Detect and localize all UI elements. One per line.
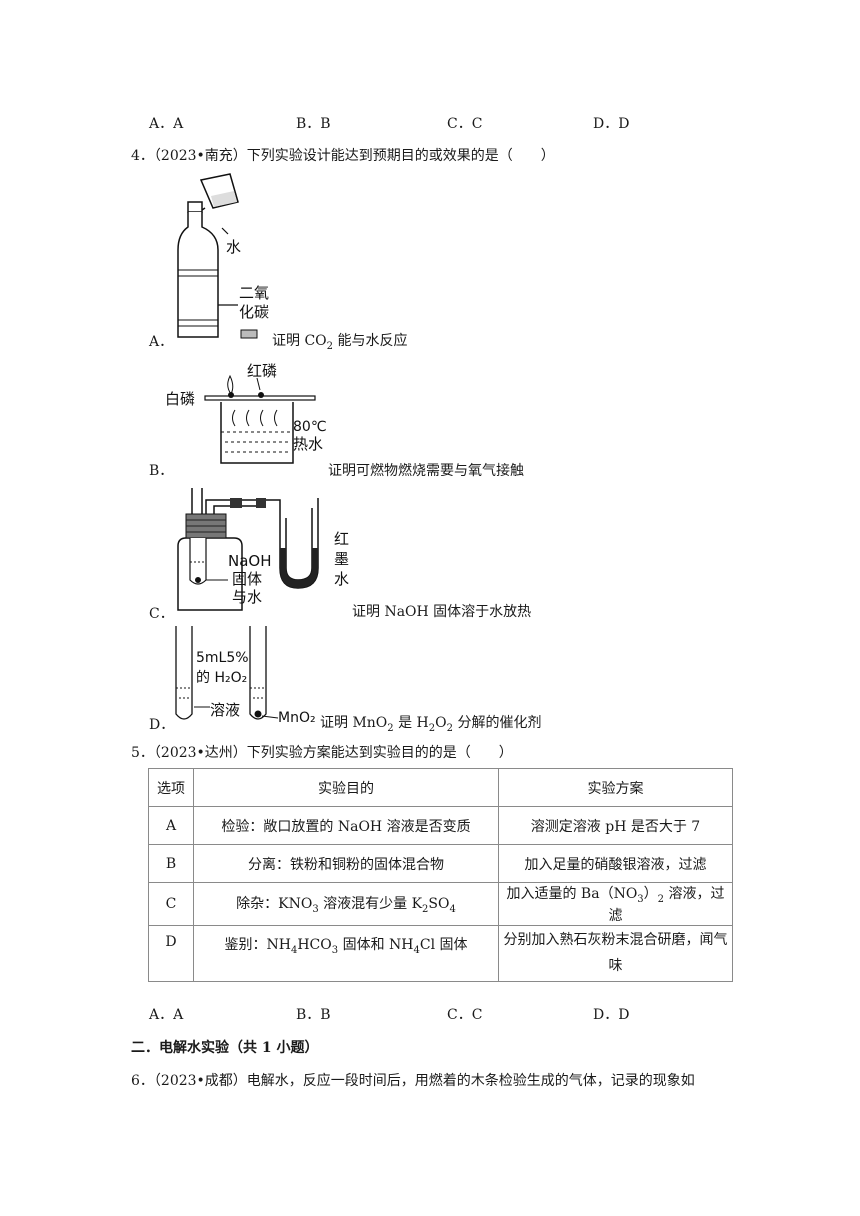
q4-d-figure: 5mL5% 的 H₂O₂ 溶液 MnO₂ [175, 626, 316, 726]
q4-b-label-temp: 80℃ [293, 419, 327, 435]
q4-b-figure: 红磷 白磷 80℃ 热水 [165, 362, 327, 464]
q4-b-letter: B． [149, 463, 174, 479]
table-cell-plan: 溶测定溶液 pH 是否大于 7 [498, 806, 733, 845]
q4-d-label-mno2: MnO₂ [278, 710, 316, 726]
q4-a-letter: A． [149, 334, 174, 350]
table-header-option: 选项 [148, 768, 194, 807]
section-heading: 二．电解水实验（共 1 小题） [131, 1040, 319, 1056]
q4-b-label-white-p: 白磷 [165, 390, 195, 408]
q4-a-label-water: 水 [226, 238, 241, 256]
table-cell-goal: 鉴别：NH4HCO3 固体和 NH4Cl 固体 [193, 924, 499, 982]
q3-option-a: A．A [149, 116, 184, 132]
q4-d-letter: D． [149, 717, 175, 733]
q4-b-caption: 证明可燃物燃烧需要与氧气接触 [328, 463, 524, 479]
q4-a-label-co2-2: 化碳 [239, 303, 269, 321]
q4-d-caption: 证明 MnO2 是 H2O2 分解的催化剂 [320, 715, 542, 734]
q4-d-label-h2o2: 的 H₂O₂ [196, 670, 247, 686]
q5-option-a: A．A [149, 1007, 184, 1023]
q4-a-caption: 证明 CO2 能与水反应 [272, 333, 408, 352]
q4-c-label-naoh: NaOH [228, 552, 272, 570]
q6-stem: 6．（2023•成都）电解水，反应一段时间后，用燃着的木条检验生成的气体，记录的… [131, 1073, 695, 1089]
q4-c-label-ink: 墨 [334, 550, 349, 568]
q5-option-b: B．B [296, 1007, 331, 1023]
table-cell-plan: 加入适量的 Ba（NO3）2 溶液，过滤 [498, 882, 733, 926]
q4-a-label-co2-1: 二氧 [239, 284, 269, 302]
table-header-goal: 实验目的 [193, 768, 499, 807]
q4-c-figure: NaOH 固体 与水 红 墨 水 [177, 488, 349, 611]
q5-option-d: D．D [593, 1007, 630, 1023]
table-cell-option: D [148, 924, 194, 982]
q4-c-letter: C． [149, 606, 174, 622]
q4-d-label-conc: 5mL5% [196, 650, 249, 666]
q4-c-caption: 证明 NaOH 固体溶于水放热 [352, 604, 532, 620]
table-cell-option: B [148, 844, 194, 883]
q4-d-label-solution: 溶液 [210, 701, 240, 719]
table-row: D 鉴别：NH4HCO3 固体和 NH4Cl 固体 分别加入熟石灰粉末混合研磨，… [148, 924, 733, 982]
q5-option-c: C．C [447, 1007, 483, 1023]
table-cell-option: A [148, 806, 194, 845]
q4-c-label-water2: 水 [334, 570, 349, 588]
table-cell-plan: 分别加入熟石灰粉末混合研磨，闻气味 [498, 924, 733, 982]
table-cell-goal: 除杂：KNO3 溶液混有少量 K2SO4 [193, 882, 499, 926]
q4-b-label-red-p: 红磷 [247, 362, 277, 380]
table-cell-goal: 检验：敞口放置的 NaOH 溶液是否变质 [193, 806, 499, 845]
q3-option-b: B．B [296, 116, 331, 132]
q4-b-label-hot-water: 热水 [293, 435, 323, 453]
q4-c-label-solid: 固体 [232, 570, 262, 588]
table-header-plan: 实验方案 [498, 768, 733, 807]
q5-table: 选项 实验目的 实验方案 A 检验：敞口放置的 NaOH 溶液是否变质 溶测定溶… [148, 768, 733, 982]
q3-option-d: D．D [593, 116, 630, 132]
q5-stem: 5．（2023•达州）下列实验方案能达到实验目的的是（ ） [131, 745, 513, 761]
q3-option-c: C．C [447, 116, 483, 132]
table-cell-option: C [148, 882, 194, 926]
q4-c-label-water: 与水 [232, 588, 262, 606]
q4-c-label-red: 红 [334, 530, 349, 548]
table-cell-goal: 分离：铁粉和铜粉的固体混合物 [193, 844, 499, 883]
table-row: C 除杂：KNO3 溶液混有少量 K2SO4 加入适量的 Ba（NO3）2 溶液… [148, 882, 733, 926]
table-cell-plan: 加入足量的硝酸银溶液，过滤 [498, 844, 733, 883]
q4-stem: 4．（2023•南充）下列实验设计能达到预期目的或效果的是（ ） [131, 148, 555, 164]
table-row: A 检验：敞口放置的 NaOH 溶液是否变质 溶测定溶液 pH 是否大于 7 [148, 806, 733, 845]
q4-a-figure: 水 二氧 化碳 [177, 173, 269, 339]
table-header-row: 选项 实验目的 实验方案 [148, 768, 733, 807]
table-row: B 分离：铁粉和铜粉的固体混合物 加入足量的硝酸银溶液，过滤 [148, 844, 733, 883]
